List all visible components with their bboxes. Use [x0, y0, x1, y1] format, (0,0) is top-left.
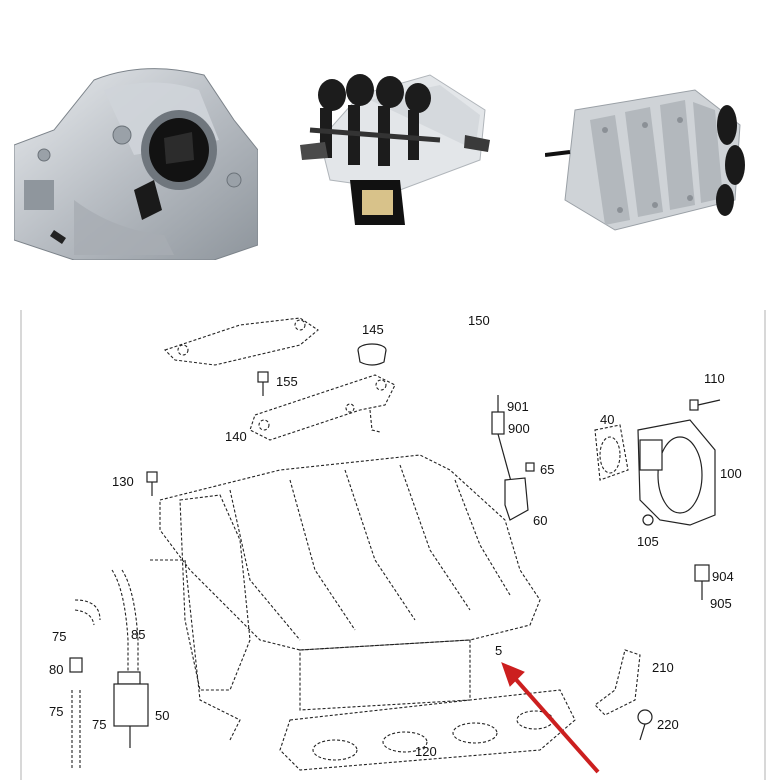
callout-75-mid: 75 — [92, 717, 107, 732]
callout-210: 210 — [652, 660, 674, 675]
callout-85: 85 — [131, 627, 146, 642]
runner-actuator-photo — [300, 74, 490, 225]
callout-140: 140 — [225, 429, 247, 444]
callout-130: 130 — [112, 474, 134, 489]
callout-120: 120 — [415, 744, 437, 759]
callout-5: 5 — [495, 643, 503, 658]
highlight-arrow — [501, 662, 600, 774]
callout-100: 100 — [720, 466, 742, 481]
callout-145: 145 — [362, 322, 384, 337]
callout-155: 155 — [276, 374, 298, 389]
manifold-top-photo — [545, 89, 745, 231]
callout-65: 65 — [540, 462, 555, 477]
callout-220: 220 — [657, 717, 679, 732]
callout-75-left: 75 — [49, 704, 64, 719]
callout-150: 150 — [468, 313, 490, 328]
callout-75-top: 75 — [52, 629, 67, 644]
callout-105: 105 — [637, 534, 659, 549]
diagram-right-border — [764, 310, 766, 780]
diagram-line-art — [69, 317, 721, 774]
exploded-parts-diagram: 150 145 155 140 901 900 110 40 100 130 6… — [0, 300, 784, 784]
callout-904: 904 — [712, 569, 734, 584]
callout-40: 40 — [600, 412, 615, 427]
callout-110: 110 — [704, 371, 725, 386]
throttle-housing-photo — [14, 68, 258, 260]
callout-80: 80 — [49, 662, 64, 677]
product-photo-strip — [0, 0, 784, 300]
callout-901: 901 — [507, 399, 529, 414]
diagram-left-border — [20, 310, 22, 780]
callout-900: 900 — [508, 421, 530, 436]
callout-905: 905 — [710, 596, 732, 611]
callout-50: 50 — [155, 708, 170, 723]
callout-60: 60 — [533, 513, 548, 528]
